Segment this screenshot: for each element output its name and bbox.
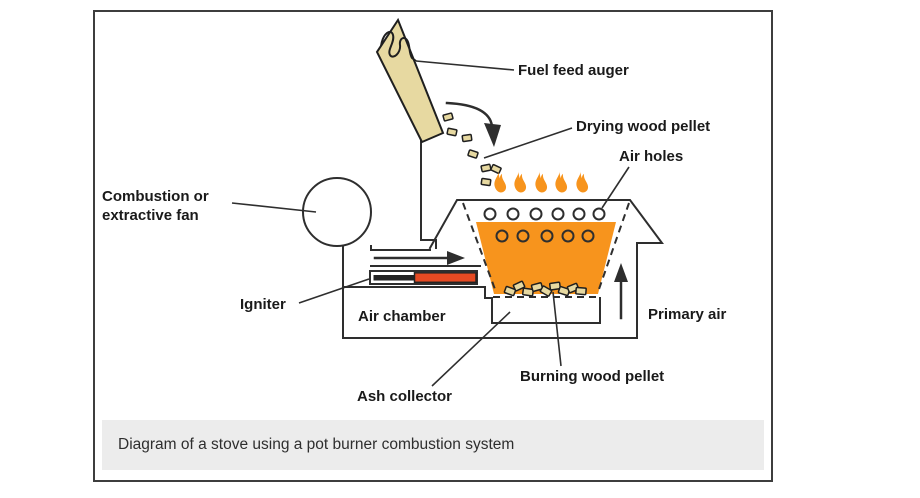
- pot-burner-fill: [476, 222, 616, 294]
- label-combustion-fan: Combustion or extractive fan: [102, 188, 209, 224]
- fan-icon: [302, 177, 372, 247]
- label-ash-collector: Ash collector: [357, 388, 453, 405]
- air-holes-row-top: [483, 207, 606, 221]
- pellet-drop-arrow: [445, 101, 501, 147]
- caption-text: Diagram of a stove using a pot burner co…: [118, 436, 515, 453]
- label-air-chamber: Air chamber: [358, 308, 446, 325]
- primary-air-arrow: [614, 263, 628, 320]
- drying-pellets: [442, 112, 502, 187]
- igniter-element: [369, 270, 478, 285]
- label-igniter: Igniter: [240, 296, 286, 313]
- combustion-air-arrow: [373, 251, 465, 265]
- figure-border-frame: [93, 10, 773, 482]
- label-fuel-feed-auger: Fuel feed auger: [518, 62, 629, 79]
- caption-bar: Diagram of a stove using a pot burner co…: [102, 420, 764, 470]
- label-air-holes: Air holes: [619, 148, 684, 165]
- pot-dashed-walls: [462, 202, 630, 298]
- auger-icon: [375, 17, 445, 144]
- stove-casing-outline: [342, 129, 664, 339]
- label-primary-air: Primary air: [648, 306, 727, 323]
- burning-pellets: [503, 280, 587, 297]
- label-drying-wood-pellet: Drying wood pellet: [576, 118, 711, 135]
- leader-lines: [231, 60, 630, 387]
- air-holes-row-lower: [495, 229, 595, 243]
- label-burning-wood-pellet: Burning wood pellet: [520, 368, 665, 385]
- flame-icons: [494, 170, 589, 193]
